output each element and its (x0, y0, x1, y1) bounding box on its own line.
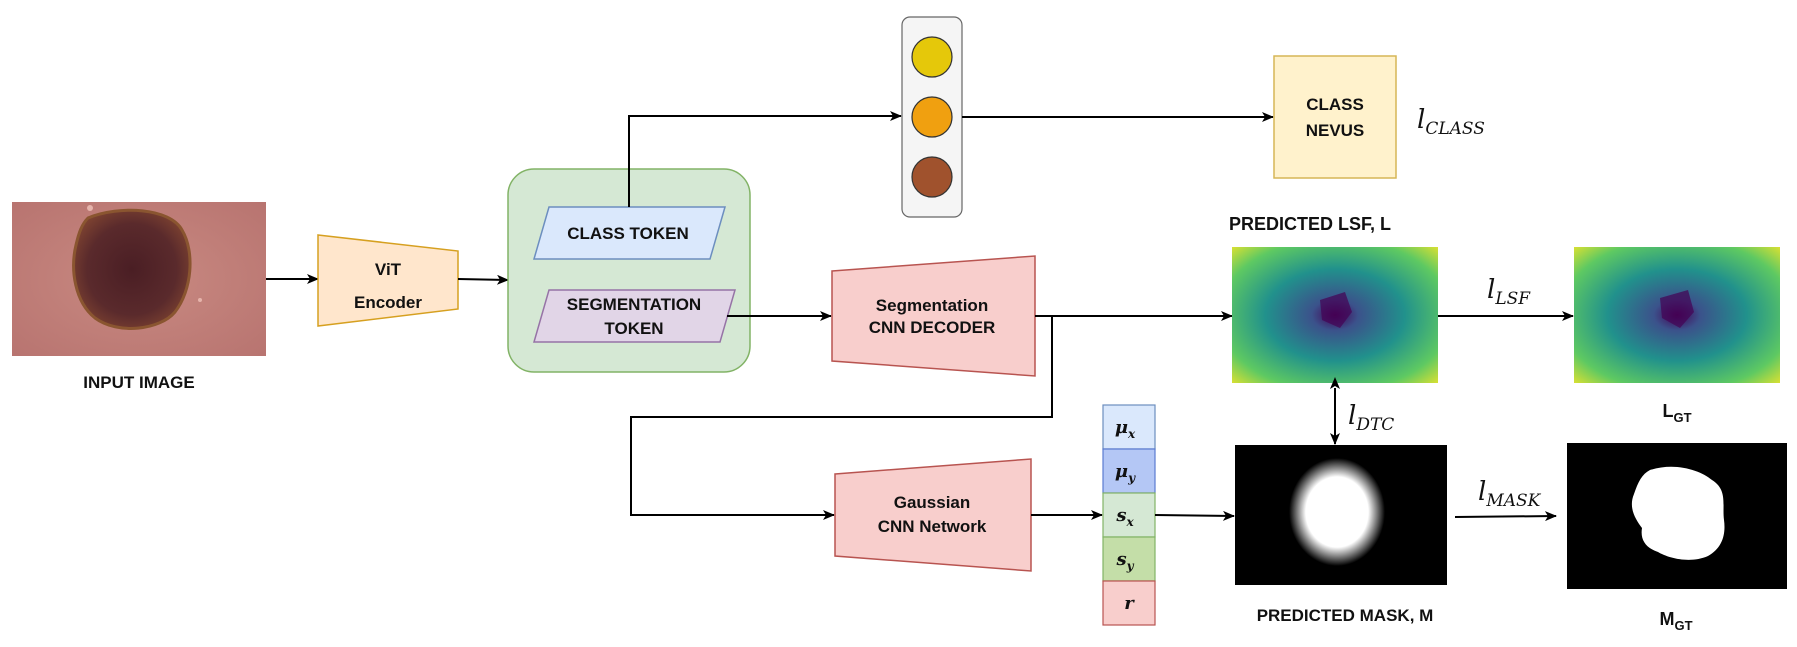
predicted-lsf-core (1320, 292, 1352, 328)
predicted-mask-label: PREDICTED MASK, M (1257, 606, 1434, 625)
segmentation-token (533, 289, 736, 343)
loss-mask: lMASK (1478, 477, 1542, 511)
gaussian-network-line1: Gaussian (894, 493, 971, 512)
mask-gt-blob (1631, 466, 1725, 560)
vit-encoder-line1: ViT (375, 260, 402, 279)
predicted-mask-blob (1289, 458, 1385, 566)
vit-encoder-line2: Encoder (354, 293, 422, 312)
class-output-box (1273, 55, 1397, 179)
lsf-gt-core (1660, 290, 1694, 328)
input-image-label: INPUT IMAGE (83, 373, 194, 392)
param-cell-3 (1102, 492, 1156, 538)
param-cell-1 (1102, 404, 1156, 450)
arrow-params-mask (1154, 510, 1235, 521)
gaussian-network-line2: CNN Network (878, 517, 987, 536)
arrow-encoder-tokens (457, 274, 509, 285)
segmentation-token-line1: SEGMENTATION (567, 295, 701, 314)
segmentation-token-line2: TOKEN (604, 319, 663, 338)
class-token-label: CLASS TOKEN (567, 224, 689, 243)
param-symbol-1: μx (1115, 417, 1136, 441)
param-cell-4 (1102, 536, 1156, 582)
param-symbol-2: μy (1115, 461, 1136, 485)
arrow-mask-gt (1454, 511, 1557, 522)
class-probability-circle-1 (911, 36, 953, 78)
loss-lsf: lLSF (1487, 275, 1531, 309)
param-symbol-3: sx (1115, 505, 1134, 529)
param-symbol-4: sy (1115, 549, 1134, 573)
predicted-lsf-label: PREDICTED LSF, L (1229, 214, 1391, 234)
mask-gt-label: MGT (1659, 609, 1692, 633)
arrow-decoder-gaussian (630, 315, 1053, 520)
input-image (12, 202, 266, 356)
param-cell-5 (1102, 580, 1156, 626)
gaussian-network (834, 458, 1032, 572)
segmentation-decoder (831, 255, 1036, 377)
class-output-line1: CLASS (1306, 95, 1364, 114)
segmentation-decoder-line1: Segmentation (876, 296, 988, 315)
vit-encoder (317, 234, 459, 327)
class-output-line2: NEVUS (1306, 121, 1365, 140)
loss-class: lCLASS (1417, 105, 1485, 139)
lsf-gt-label: LGT (1662, 401, 1691, 425)
arrow-class-token-classifier (628, 111, 902, 207)
class-token (533, 206, 726, 260)
gaussian-parameters: μx μy sx sy r (1102, 404, 1156, 626)
param-symbol-5: r (1124, 593, 1135, 614)
loss-dtc: lDTC (1348, 401, 1394, 435)
class-probability-circle-2 (911, 96, 953, 138)
param-cell-2 (1102, 448, 1156, 494)
segmentation-decoder-line2: CNN DECODER (869, 318, 996, 337)
class-probability-circle-3 (911, 156, 953, 198)
